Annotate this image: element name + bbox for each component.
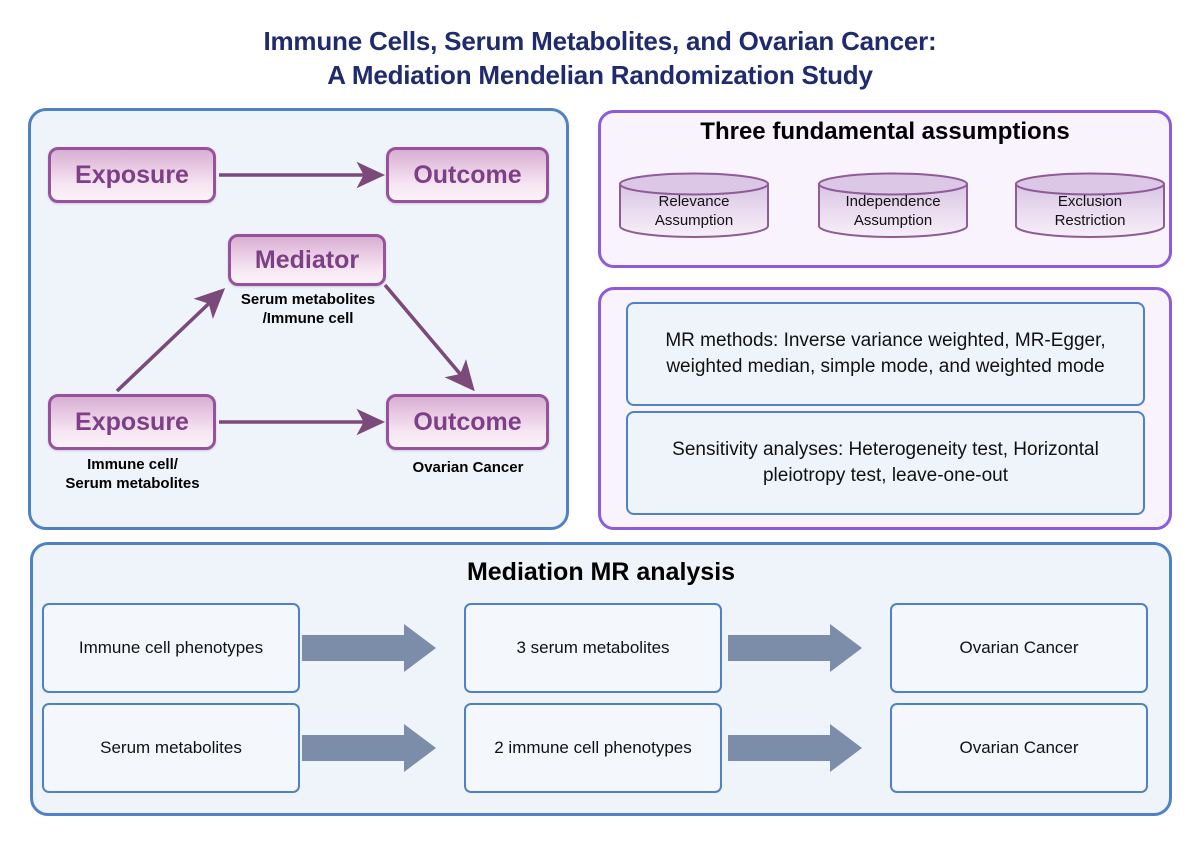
- node-exposure-bottom[interactable]: Exposure: [48, 394, 216, 450]
- node-outcome-top[interactable]: Outcome: [386, 147, 549, 203]
- cylinder-label-line-1: Independence: [845, 193, 941, 210]
- node-outcome-bottom[interactable]: Outcome: [386, 394, 549, 450]
- cylinder-icon: [818, 172, 968, 238]
- mediator-caption-line-1: Serum metabolites: [240, 291, 376, 308]
- exposure-caption: Immune cell/ Serum metabolites: [25, 455, 240, 493]
- sensitivity-analyses-box[interactable]: Sensitivity analyses: Heterogeneity test…: [626, 411, 1145, 515]
- page-title-line-1: Immune Cells, Serum Metabolites, and Ova…: [263, 26, 937, 56]
- page-title: Immune Cells, Serum Metabolites, and Ova…: [0, 24, 1200, 92]
- exposure-caption-line-2: Serum metabolites: [65, 475, 200, 492]
- mediator-caption-line-2: /Immune cell: [262, 310, 354, 327]
- mediation-mr-analysis-title: Mediation MR analysis: [466, 558, 736, 586]
- cylinder-icon: [1015, 172, 1165, 238]
- flow-row-2-mediator[interactable]: 2 immune cell phenotypes: [464, 703, 722, 793]
- cylinder-label-line-1: Exclusion: [1057, 193, 1123, 210]
- outcome-caption: Ovarian Cancer: [412, 459, 524, 476]
- cylinder-label-line-2: Assumption: [853, 212, 933, 229]
- cylinder-relevance-assumption[interactable]: Relevance Assumption: [618, 172, 770, 238]
- cylinder-exclusion-restriction[interactable]: Exclusion Restriction: [1014, 172, 1166, 238]
- cylinder-label-line-1: Relevance: [658, 193, 730, 210]
- exposure-caption-line-1: Immune cell/: [87, 456, 178, 473]
- page-title-line-2: A Mediation Mendelian Randomization Stud…: [327, 60, 873, 90]
- flow-row-1-outcome[interactable]: Ovarian Cancer: [890, 603, 1148, 693]
- flow-row-2-exposure[interactable]: Serum metabolites: [42, 703, 300, 793]
- mr-methods-box[interactable]: MR methods: Inverse variance weighted, M…: [626, 302, 1145, 406]
- cylinder-independence-assumption[interactable]: Independence Assumption: [817, 172, 969, 238]
- node-mediator[interactable]: Mediator: [228, 234, 386, 286]
- cylinder-label: Exclusion Restriction: [1014, 192, 1166, 230]
- cylinder-icon: [619, 172, 769, 238]
- cylinder-label-line-2: Assumption: [654, 212, 734, 229]
- flow-row-1-exposure[interactable]: Immune cell phenotypes: [42, 603, 300, 693]
- cylinder-label-line-2: Restriction: [1054, 212, 1126, 229]
- mediator-caption: Serum metabolites /Immune cell: [206, 290, 410, 328]
- assumptions-title: Three fundamental assumptions: [700, 118, 1070, 145]
- flow-row-2-outcome[interactable]: Ovarian Cancer: [890, 703, 1148, 793]
- cylinder-label: Independence Assumption: [817, 192, 969, 230]
- node-exposure-top[interactable]: Exposure: [48, 147, 216, 203]
- flow-row-1-mediator[interactable]: 3 serum metabolites: [464, 603, 722, 693]
- cylinder-label: Relevance Assumption: [618, 192, 770, 230]
